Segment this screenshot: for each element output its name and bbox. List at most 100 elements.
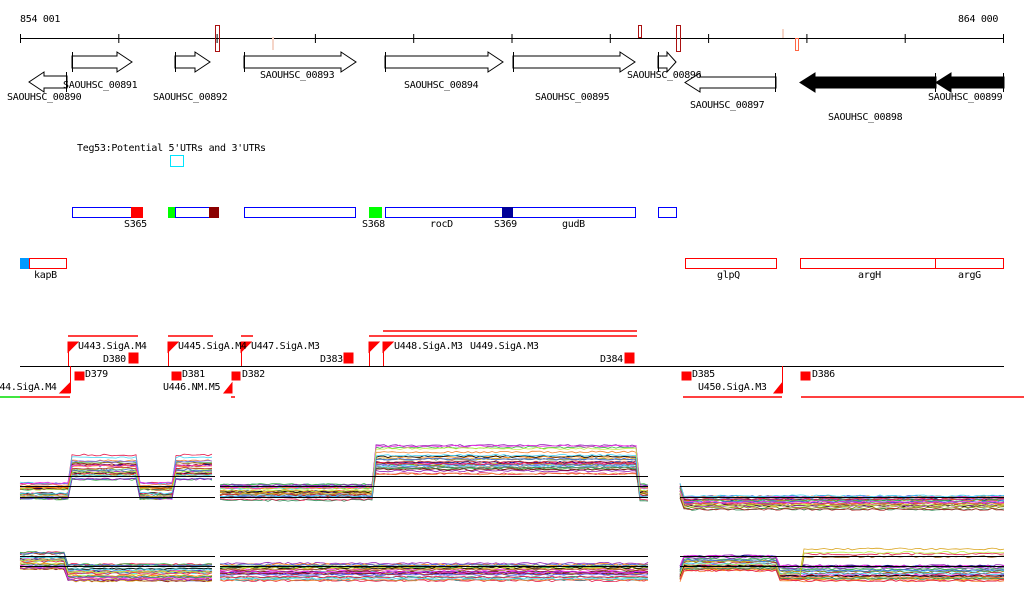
expression-trace [219, 570, 649, 574]
d380-terminator[interactable] [128, 352, 139, 364]
marker[interactable] [638, 25, 642, 38]
transcript-label[interactable]: U450.SigA.M3 [698, 382, 767, 393]
expression-trace [219, 578, 649, 582]
gene-arrow[interactable] [384, 51, 504, 73]
d381-terminator[interactable] [171, 371, 182, 381]
annotation-label: S369 [494, 219, 517, 230]
gene-label[interactable]: SAOUHSC_00891 [63, 80, 138, 91]
tss-flag[interactable] [222, 381, 233, 394]
expression-trace [679, 559, 1005, 572]
transcript-label[interactable]: U448.SigA.M3 [394, 341, 463, 352]
kapb-box[interactable] [29, 258, 67, 269]
tss-flag[interactable] [772, 381, 783, 394]
expression-trace [19, 469, 213, 498]
feature-box[interactable] [175, 207, 210, 218]
ruler-end-label: 864 000 [958, 14, 999, 25]
s368-marker[interactable] [369, 207, 382, 218]
marker[interactable] [795, 38, 799, 51]
marker[interactable] [215, 25, 220, 52]
expression-trace [219, 575, 649, 579]
expression-trace [19, 464, 213, 490]
feature-box[interactable] [658, 207, 677, 218]
expression-trace [679, 492, 1005, 507]
gene-label[interactable]: SAOUHSC_00896 [627, 70, 702, 81]
marker[interactable] [272, 37, 274, 50]
expression-trace [219, 460, 649, 497]
expression-trace [219, 444, 649, 487]
transcript-label[interactable]: U449.SigA.M3 [470, 341, 539, 352]
expression-trace [679, 483, 1005, 498]
gene-label[interactable]: SAOUHSC_00894 [404, 80, 479, 91]
glpq-box[interactable] [685, 258, 777, 269]
feature-box[interactable] [244, 207, 356, 218]
utr-feature[interactable] [170, 155, 184, 167]
gene-arrow[interactable] [174, 51, 211, 73]
gene-label[interactable]: SAOUHSC_00897 [690, 100, 765, 111]
d385-terminator[interactable] [681, 371, 692, 381]
s365-marker[interactable] [131, 207, 143, 218]
terminator-label[interactable]: D384 [600, 354, 623, 365]
expression-trace [679, 490, 1004, 504]
transcript-label[interactable]: U446.NM.M5 [163, 382, 221, 393]
d386-terminator[interactable] [800, 371, 811, 381]
tss-flag[interactable] [167, 341, 180, 354]
gene-arrow[interactable] [799, 72, 937, 93]
terminator-label[interactable]: D380 [103, 354, 126, 365]
tss-flag[interactable] [368, 341, 381, 354]
expression-trace [219, 566, 649, 570]
marker[interactable] [782, 29, 784, 38]
expression-trace [219, 447, 649, 493]
tss-flag[interactable] [382, 341, 395, 354]
gene-arrow[interactable] [28, 71, 68, 93]
track-title: Teg53:Potential 5'UTRs and 3'UTRs [77, 143, 266, 154]
gene-arrow[interactable] [684, 72, 777, 93]
terminator-label[interactable]: D383 [320, 354, 343, 365]
gene-arrow[interactable] [512, 51, 636, 73]
annotation-label: S365 [124, 219, 147, 230]
transcript-label[interactable]: U443.SigA.M4 [78, 341, 147, 352]
gene-arrow[interactable] [71, 51, 133, 73]
argh-box[interactable] [800, 258, 936, 269]
expression-trace [219, 446, 649, 486]
expression-trace [219, 444, 649, 489]
expression-trace [679, 551, 1005, 576]
d382-terminator[interactable] [231, 371, 241, 381]
feature-marker[interactable] [209, 207, 219, 218]
gene-label[interactable]: SAOUHSC_00899 [928, 92, 1003, 103]
transcript-label[interactable]: U445.SigA.M4 [178, 341, 247, 352]
gene-arrow[interactable] [657, 50, 677, 74]
expression-trace [19, 453, 213, 485]
kapb-marker[interactable] [20, 258, 29, 269]
expression-plots [19, 444, 1005, 583]
d383-terminator[interactable] [343, 352, 354, 364]
terminator-label[interactable]: D385 [692, 369, 715, 380]
s369-marker[interactable] [502, 207, 513, 218]
terminator-label[interactable]: D379 [85, 369, 108, 380]
transcript-label[interactable]: U444.SigA.M4 [0, 382, 57, 393]
terminator-label[interactable]: D381 [182, 369, 205, 380]
ruler-markers [215, 25, 799, 52]
gene-arrow[interactable] [243, 51, 357, 73]
gene-label[interactable]: SAOUHSC_00892 [153, 92, 228, 103]
transcript-label[interactable]: U447.SigA.M3 [251, 341, 320, 352]
tss-flag[interactable] [67, 341, 80, 354]
operon-label: argH [858, 270, 881, 281]
gene-label[interactable]: SAOUHSC_00895 [535, 92, 610, 103]
ruler-ticks [20, 34, 1004, 43]
terminator-label[interactable]: D386 [812, 369, 835, 380]
expression-trace [219, 463, 649, 494]
expression-trace [19, 470, 213, 491]
tss-flag[interactable] [58, 381, 71, 394]
argg-box[interactable] [935, 258, 1004, 269]
gene-label[interactable]: SAOUHSC_00893 [260, 70, 335, 81]
terminator-label[interactable]: D382 [242, 369, 265, 380]
d379-terminator[interactable] [74, 371, 85, 381]
feature-marker[interactable] [168, 207, 175, 218]
marker[interactable] [676, 25, 681, 52]
gene-arrow[interactable] [935, 72, 1005, 93]
gene-label[interactable]: SAOUHSC_00898 [828, 112, 903, 123]
expression-trace [19, 556, 213, 572]
d384-terminator[interactable] [624, 352, 635, 364]
gene-label[interactable]: SAOUHSC_00890 [7, 92, 82, 103]
